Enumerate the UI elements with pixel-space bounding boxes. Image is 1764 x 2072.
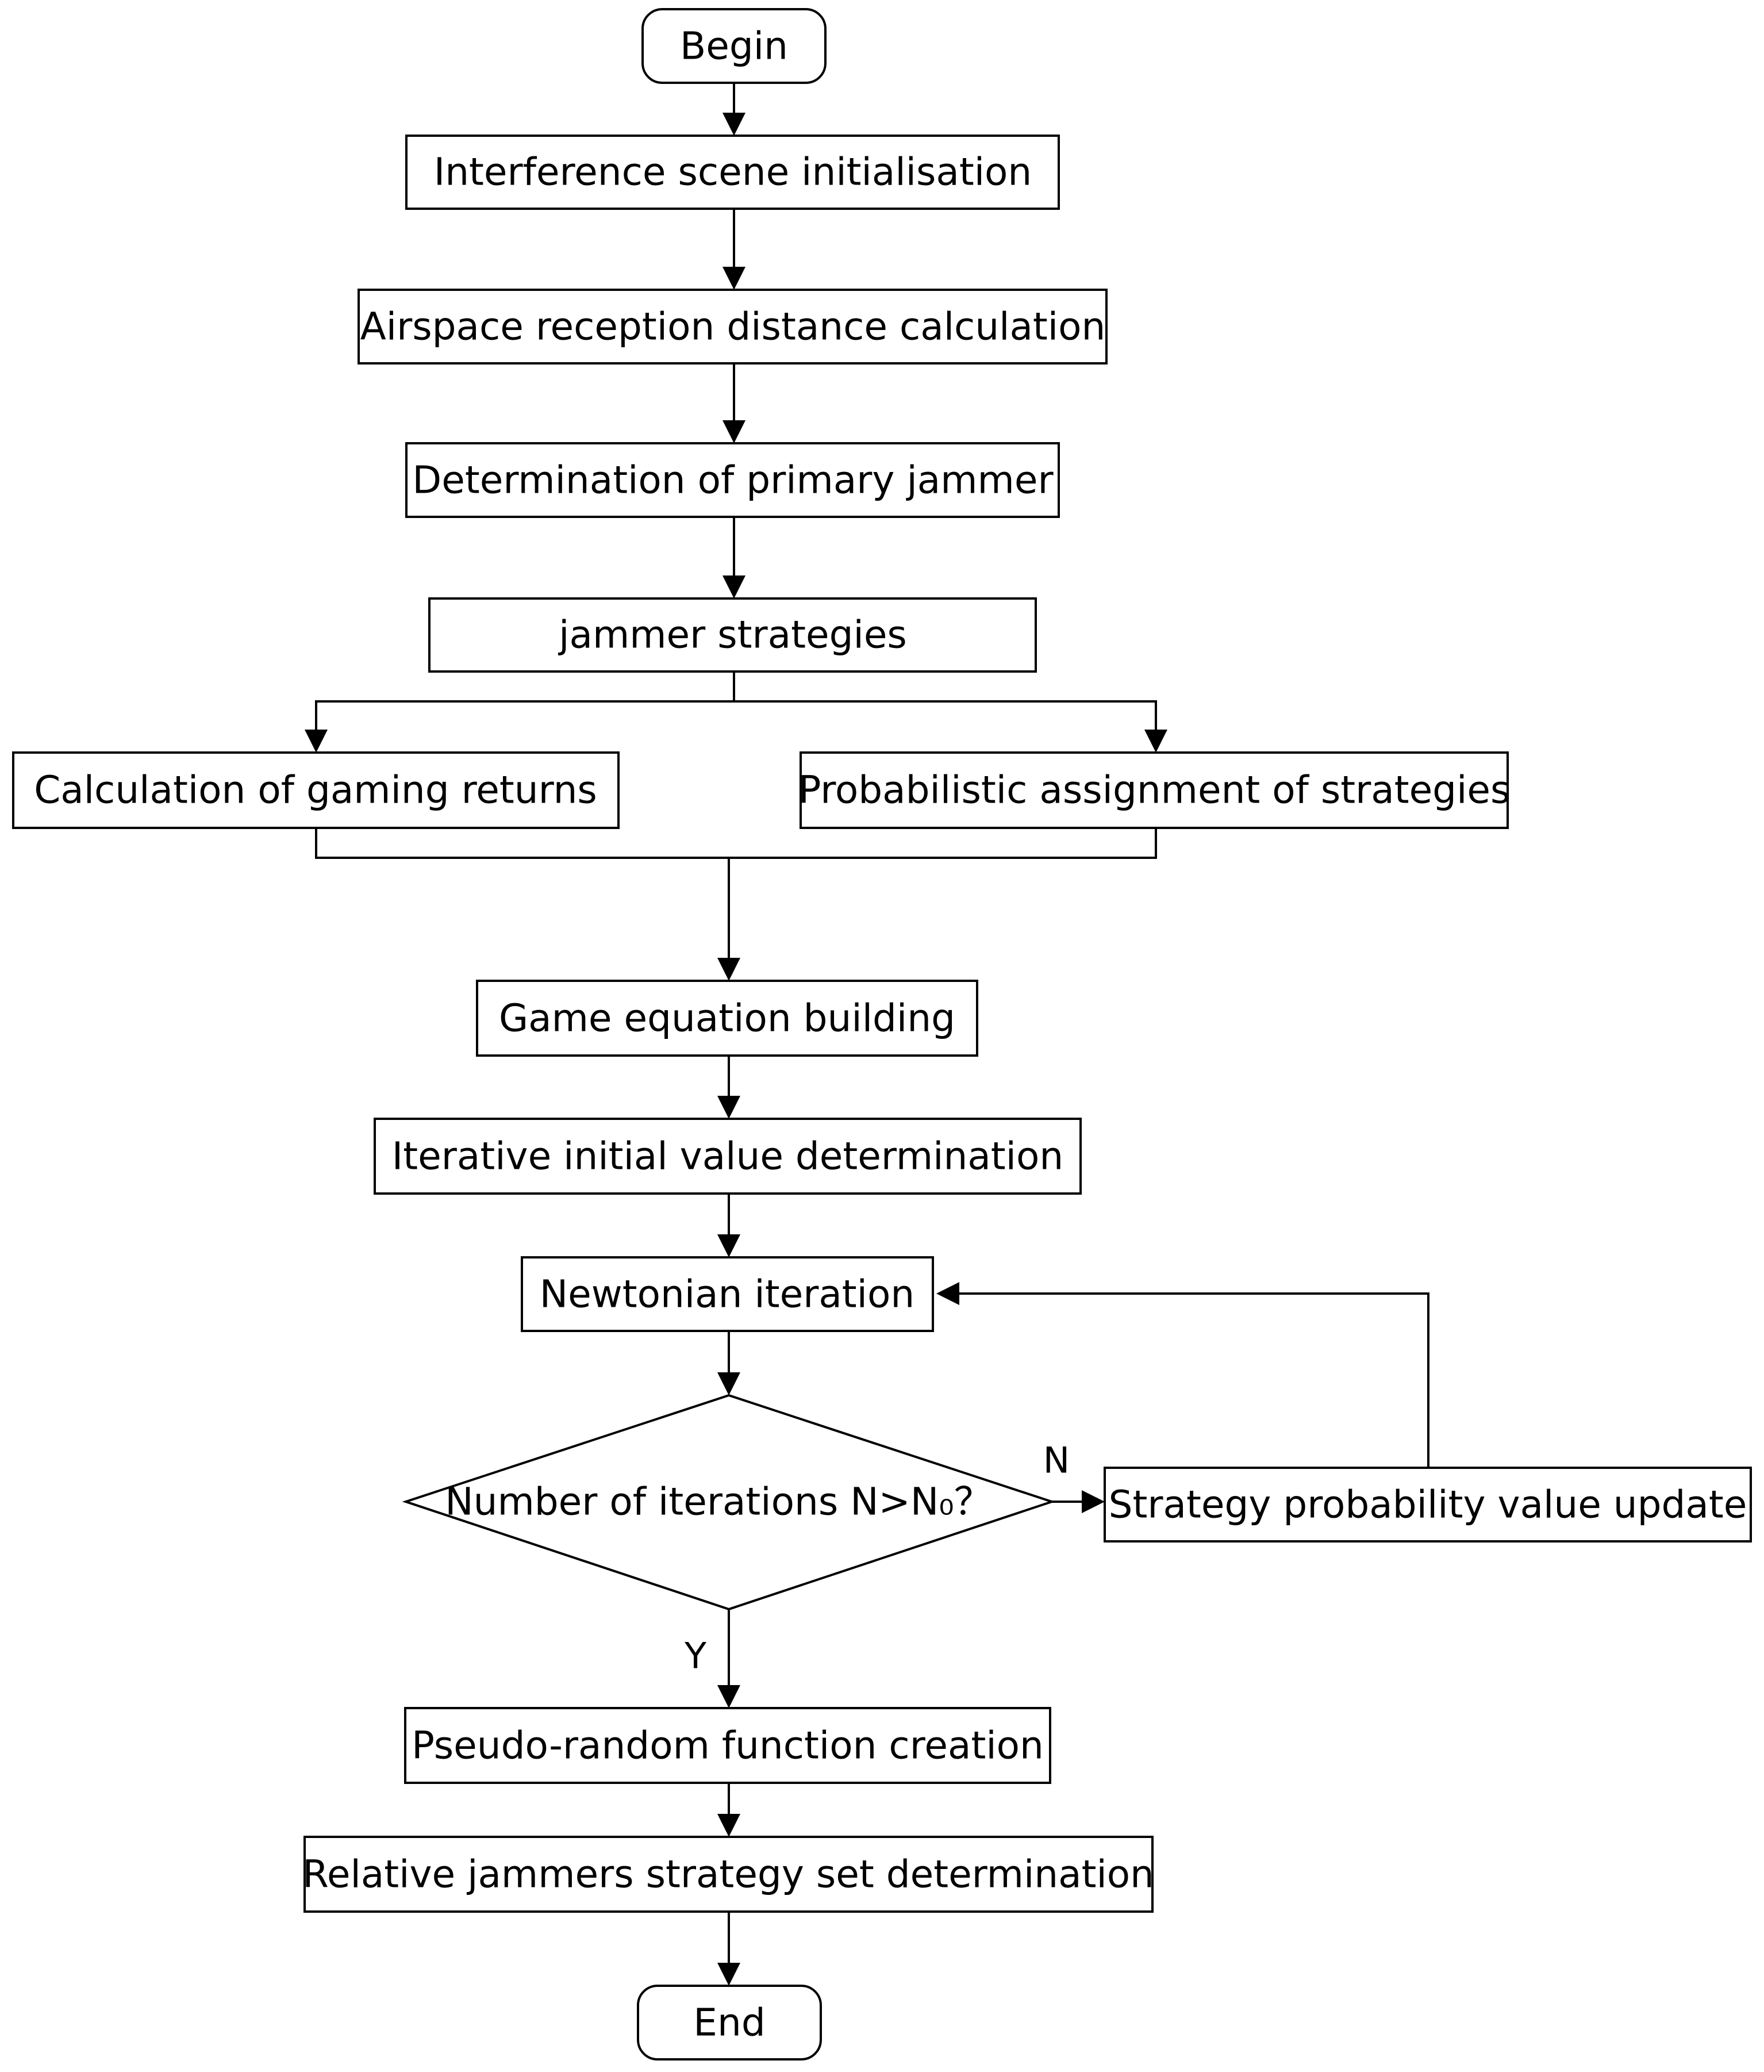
edge-label-no: N bbox=[1043, 1440, 1070, 1482]
node-end-label: End bbox=[693, 2001, 765, 2045]
edge-update-to-newtonian bbox=[936, 1282, 1429, 1468]
node-probabilistic-assignment-label: Probabilistic assignment of strategies bbox=[798, 768, 1511, 812]
node-iterations-check: Number of iterations N>N₀？ bbox=[402, 1394, 1056, 1611]
edges bbox=[305, 83, 1429, 1986]
node-jammer-strategies-label: jammer strategies bbox=[558, 613, 907, 657]
edge-split-to-gaming bbox=[305, 700, 734, 753]
node-pseudo-random: Pseudo-random function creation bbox=[404, 1707, 1051, 1784]
node-newtonian-iteration-label: Newtonian iteration bbox=[540, 1272, 914, 1317]
node-gaming-returns: Calculation of gaming returns bbox=[12, 751, 620, 829]
node-probability-update-label: Strategy probability value update bbox=[1109, 1483, 1747, 1527]
node-iterations-check-label: Number of iterations N>N₀？ bbox=[445, 1480, 991, 1524]
node-probability-update: Strategy probability value update bbox=[1104, 1467, 1752, 1543]
edge-gaming-merge bbox=[315, 828, 1157, 859]
edge-label-yes: Y bbox=[684, 1635, 706, 1677]
node-interference-init: Interference scene initialisation bbox=[405, 135, 1060, 210]
node-jammer-strategies: jammer strategies bbox=[428, 597, 1037, 673]
node-airspace-distance: Airspace reception distance calculation bbox=[358, 289, 1108, 364]
node-pseudo-random-label: Pseudo-random function creation bbox=[412, 1724, 1044, 1768]
node-game-equation: Game equation building bbox=[476, 980, 978, 1057]
node-newtonian-iteration: Newtonian iteration bbox=[521, 1256, 934, 1332]
node-primary-jammer: Determination of primary jammer bbox=[405, 442, 1060, 518]
node-primary-jammer-label: Determination of primary jammer bbox=[412, 458, 1054, 502]
node-relative-jammers-label: Relative jammers strategy set determinat… bbox=[302, 1852, 1154, 1897]
node-relative-jammers: Relative jammers strategy set determinat… bbox=[302, 1836, 1154, 1913]
node-initial-value-label: Iterative initial value determination bbox=[392, 1134, 1063, 1179]
node-begin-label: Begin bbox=[680, 24, 788, 68]
node-game-equation-label: Game equation building bbox=[499, 996, 955, 1041]
node-initial-value: Iterative initial value determination bbox=[374, 1118, 1082, 1195]
node-probabilistic-assignment: Probabilistic assignment of strategies bbox=[798, 751, 1511, 829]
node-airspace-distance-label: Airspace reception distance calculation bbox=[360, 305, 1106, 349]
node-end: End bbox=[637, 1985, 822, 2061]
node-interference-init-label: Interference scene initialisation bbox=[434, 150, 1032, 194]
node-gaming-returns-label: Calculation of gaming returns bbox=[34, 768, 597, 812]
node-begin: Begin bbox=[641, 8, 827, 84]
edge-split-to-probabilistic bbox=[734, 700, 1167, 753]
